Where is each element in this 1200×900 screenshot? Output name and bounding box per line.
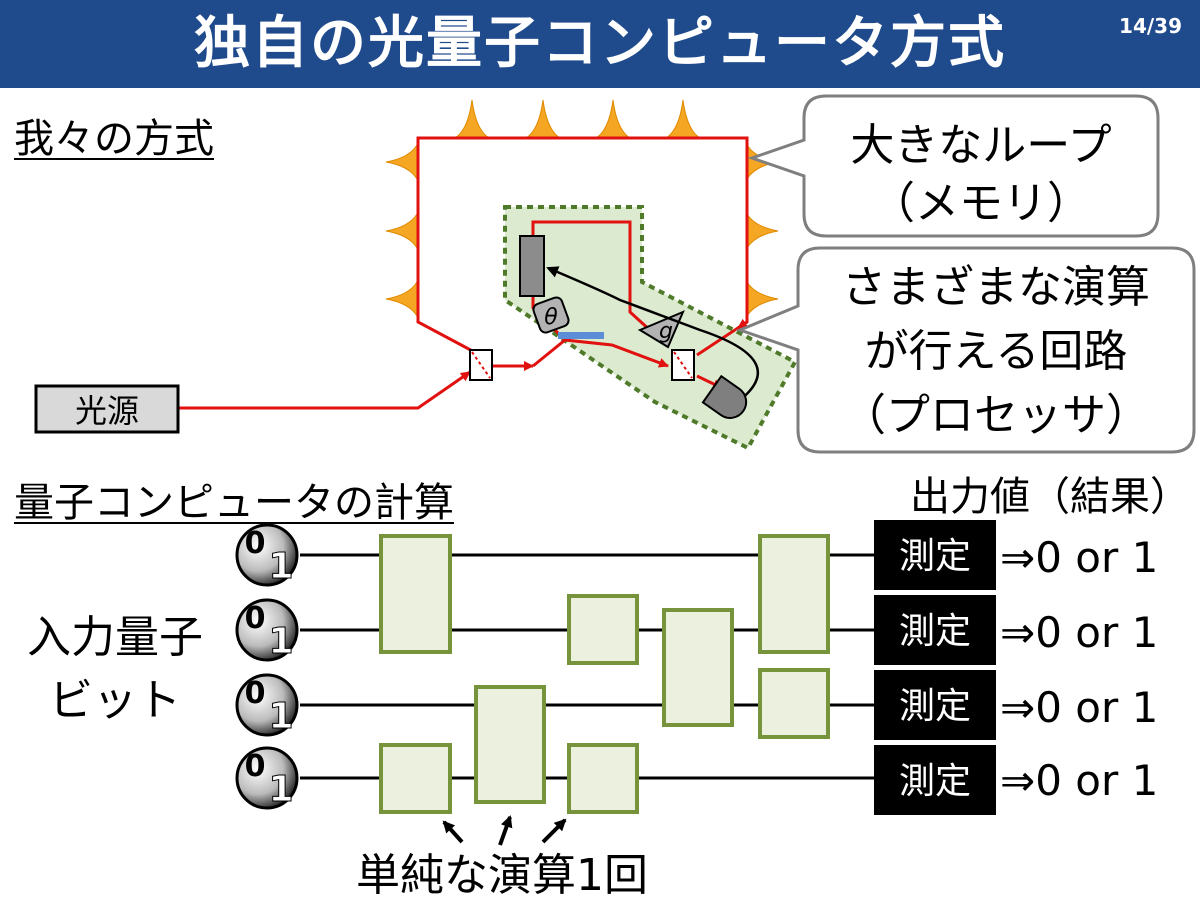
- memory-callout: [747, 94, 1160, 238]
- qubit-3: 0 1: [235, 673, 299, 738]
- qubit-digit-0: 0: [245, 676, 266, 711]
- input-label-line1: 入力量子: [27, 612, 203, 663]
- measure-label: 測定: [899, 761, 971, 802]
- gate: [758, 668, 830, 739]
- method-heading: 我々の方式: [14, 116, 214, 162]
- result-1: ⇒0 or 1: [1000, 533, 1158, 582]
- gates: [379, 534, 830, 814]
- operation-caption: 単純な演算1回: [356, 850, 648, 900]
- result-2: ⇒0 or 1: [1000, 608, 1158, 657]
- qubit-digit-0: 0: [245, 526, 266, 561]
- result-4: ⇒0 or 1: [1000, 756, 1158, 805]
- homodyne-detector: [701, 374, 748, 419]
- memory-callout-line2: （メモリ）: [871, 178, 1091, 229]
- slide-title: 独自の光量子コンピュータ方式: [194, 11, 1006, 76]
- measure-3: 測定: [874, 670, 996, 740]
- gate: [758, 534, 830, 654]
- processor-callout-line3: （プロセッサ）: [842, 390, 1150, 441]
- waveplate-bar: [558, 332, 604, 339]
- qubit-digit-1: 1: [268, 621, 293, 662]
- qubit-1: 0 1: [235, 523, 299, 588]
- gate: [567, 594, 639, 665]
- theta-phase-shifter: [532, 296, 570, 334]
- computation-heading: 量子コンピュータの計算: [14, 480, 454, 526]
- loop-loss-flames: [385, 99, 779, 318]
- theta-symbol: θ: [544, 305, 558, 330]
- caption-arrows: [442, 815, 567, 846]
- measure-label: 測定: [899, 686, 971, 727]
- feedforward-line: [546, 266, 760, 401]
- measure-label: 測定: [899, 611, 971, 652]
- result-3: ⇒0 or 1: [1000, 683, 1158, 732]
- gate: [379, 743, 452, 814]
- qubit-digit-0: 0: [245, 601, 266, 636]
- source-path: [178, 370, 471, 410]
- qubit-2: 0 1: [235, 598, 299, 663]
- gate: [567, 743, 639, 814]
- measure-4: 測定: [874, 745, 996, 815]
- processor-callout-line2: が行える回路: [865, 326, 1128, 377]
- light-source-label: 光源: [75, 392, 139, 430]
- qubit-digit-1: 1: [268, 696, 293, 737]
- measure-label: 測定: [899, 536, 971, 577]
- title-bar: 独自の光量子コンピュータ方式 14/39: [0, 0, 1200, 88]
- input-label-line2: ビット: [49, 675, 181, 726]
- measure-2: 測定: [874, 595, 996, 665]
- page-number: 14/39: [1119, 14, 1182, 38]
- output-heading: 出力値（結果）: [910, 474, 1190, 520]
- gate: [379, 534, 452, 654]
- qubit-4: 0 1: [235, 746, 299, 811]
- qubit-digit-0: 0: [245, 749, 266, 784]
- memory-callout-line1: 大きなループ: [850, 120, 1111, 171]
- measure-1: 測定: [874, 520, 996, 590]
- detector-block: [519, 235, 545, 297]
- qubit-digit-1: 1: [268, 546, 293, 587]
- g-symbol: g: [659, 319, 673, 344]
- processor-callout-line1: さまざまな演算: [842, 262, 1150, 313]
- qubit-digit-1: 1: [268, 769, 293, 810]
- gate: [474, 685, 546, 804]
- light-source-box: [34, 384, 180, 434]
- gate: [662, 608, 734, 727]
- processor-callout: [735, 246, 1196, 454]
